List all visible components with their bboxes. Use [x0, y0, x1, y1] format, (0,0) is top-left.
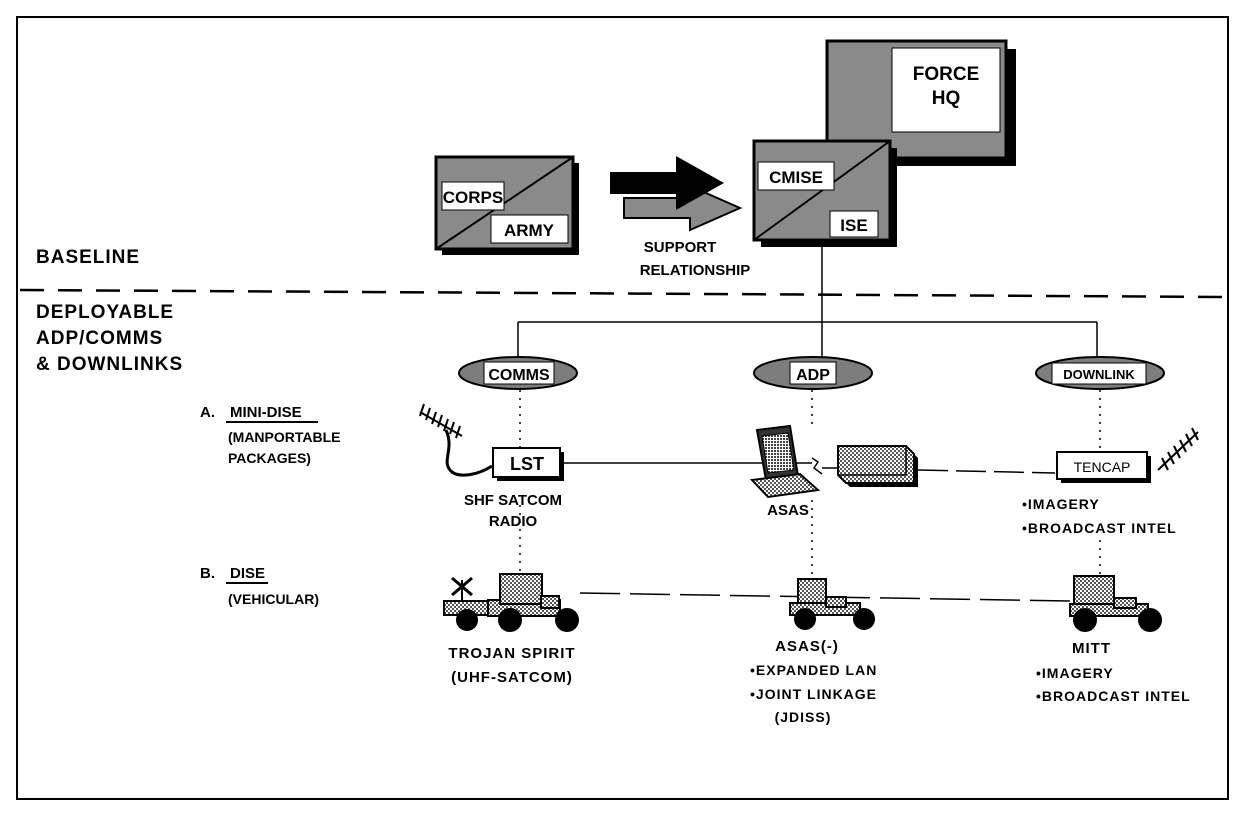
laptop-icon [749, 424, 823, 499]
hq-label: HQ [932, 88, 961, 109]
dise-label: DISE [230, 565, 265, 582]
mini-dise-desc-2: PACKAGES) [228, 450, 311, 466]
lst-label: LST [510, 454, 544, 474]
shf-label-1: SHF SATCOM [464, 492, 562, 509]
diagram-frame [16, 16, 1229, 800]
asas-label: ASAS [767, 502, 809, 519]
dotted-verticals [519, 390, 1101, 578]
mitt-label: MITT [1072, 640, 1111, 657]
asas-minus-label: ASAS(-) [775, 638, 839, 655]
corps-army-box: CORPS ARMY [434, 155, 579, 255]
asas-minus-bullet-3: (JDISS) [775, 709, 832, 725]
deployable-label-2: ADP/COMMS [36, 328, 163, 349]
arrow-right-icon [610, 156, 743, 232]
tencap-bullet-2: •BROADCAST INTEL [1022, 520, 1177, 536]
mini-dise-prefix: A. [200, 404, 215, 421]
ise-label: ISE [840, 216, 867, 235]
tencap-label: TENCAP [1074, 459, 1131, 475]
mini-dise-desc-1: (MANPORTABLE [228, 429, 341, 445]
mitt-bullet-2: •BROADCAST INTEL [1036, 688, 1191, 704]
cmise-ise-box: CMISE ISE [752, 139, 897, 247]
vehicle-link [579, 592, 1071, 602]
mitt-bullet-1: •IMAGERY [1036, 665, 1114, 681]
adp-label: ADP [796, 367, 830, 384]
truck-icon [789, 578, 875, 630]
dise-prefix: B. [200, 565, 215, 582]
trojan-label-1: TROJAN SPIRIT [448, 645, 575, 662]
tree-connectors [517, 247, 1098, 359]
antenna-icon [1157, 427, 1199, 471]
support-label-2: RELATIONSHIP [640, 262, 751, 279]
trojan-label-2: (UHF-SATCOM) [451, 669, 573, 686]
comms-ellipse: COMMS [458, 356, 578, 390]
shf-label-2: RADIO [489, 513, 538, 530]
corps-label: CORPS [443, 188, 503, 207]
mini-dise-label: MINI-DISE [230, 404, 302, 421]
dise-desc: (VEHICULAR) [228, 591, 319, 607]
cmise-label: CMISE [769, 168, 823, 187]
deployable-label-1: DEPLOYABLE [36, 302, 174, 323]
downlink-label: DOWNLINK [1063, 367, 1135, 382]
tencap-bullet-1: •IMAGERY [1022, 496, 1100, 512]
asas-minus-bullet-1: •EXPANDED LAN [750, 662, 877, 678]
adp-ellipse: ADP [753, 356, 873, 390]
army-label: ARMY [504, 221, 555, 240]
antenna-icon [419, 403, 493, 477]
support-label-1: SUPPORT [644, 239, 717, 256]
tencap-box: TENCAP [1056, 451, 1151, 483]
force-hq-box: FORCE HQ [825, 39, 1016, 166]
lst-box: LST [492, 447, 564, 481]
baseline-divider [19, 288, 1229, 299]
comms-label: COMMS [488, 367, 550, 384]
downlink-ellipse: DOWNLINK [1035, 356, 1165, 390]
crypto-tencap-link [917, 469, 1056, 474]
truck-icon [443, 573, 579, 632]
asas-minus-bullet-2: •JOINT LINKAGE [750, 686, 877, 702]
truck-icon [1069, 575, 1162, 632]
baseline-label: BASELINE [36, 247, 140, 268]
force-label: FORCE [913, 64, 980, 85]
crypto-box-icon [837, 445, 918, 487]
deployable-label-3: & DOWNLINKS [36, 354, 183, 375]
